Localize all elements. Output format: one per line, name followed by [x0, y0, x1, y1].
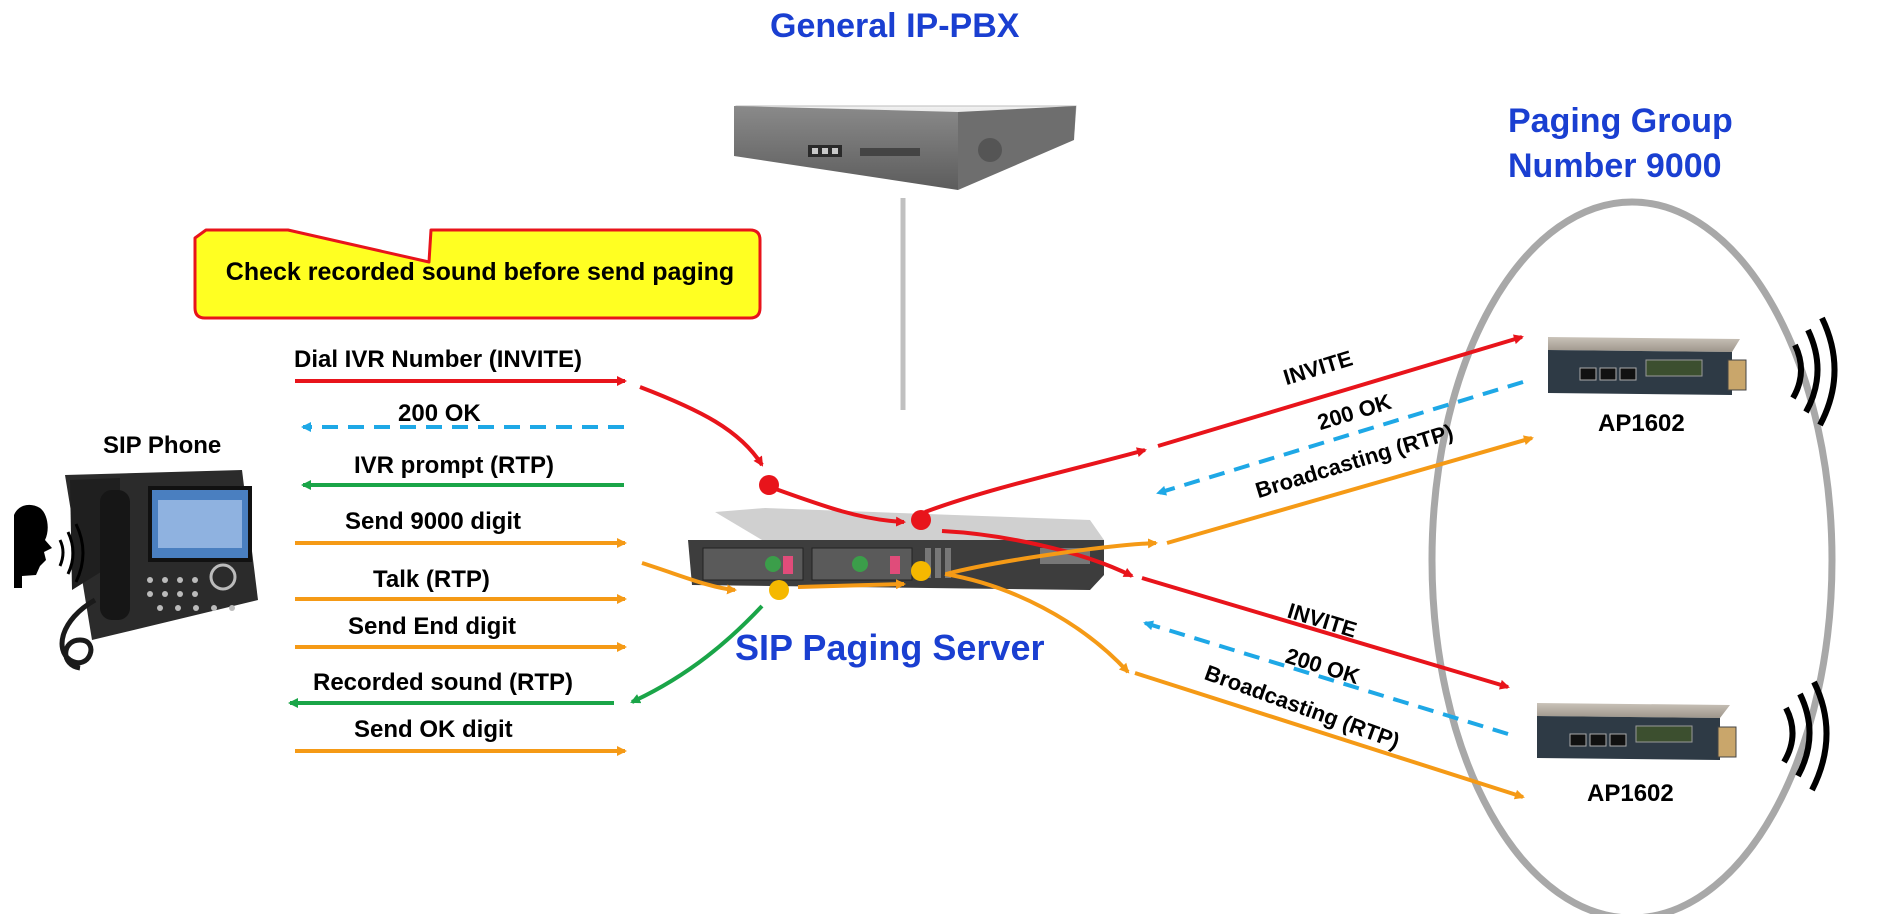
recorded-curve-from-server	[630, 604, 764, 704]
callout-text: Check recorded sound before send paging	[225, 258, 735, 286]
device-bottom-label: AP1602	[1587, 780, 1674, 807]
paging-group-ellipse	[1428, 198, 1836, 914]
group-title-line2: Number 9000	[1508, 147, 1722, 185]
broadcast-top-arrow	[1166, 435, 1534, 545]
ap1602-top-device-image	[1548, 337, 1747, 395]
group-title-line1: Paging Group	[1508, 102, 1733, 140]
flow-label-dial-ivr: Dial IVR Number (INVITE)	[294, 346, 583, 373]
sip-phone-image	[59, 470, 258, 671]
talk-curve-to-server	[641, 561, 737, 595]
pbx-title: General IP-PBX	[770, 7, 1020, 45]
flow-label-send-9000: Send 9000 digit	[345, 508, 522, 535]
ip-pbx-device-image	[734, 105, 1077, 190]
broadcast-curve-to-top	[945, 538, 1158, 576]
callout-box	[193, 228, 762, 320]
sip-phone-label: SIP Phone	[103, 432, 222, 459]
broadcast-waves-top-icon	[1790, 316, 1838, 427]
junction-dot-red-2	[911, 510, 931, 530]
invite-to-top-device	[924, 447, 1147, 514]
junction-dot-red-1	[759, 475, 779, 495]
broadcast-curve-to-bottom	[944, 572, 1130, 674]
broadcast-bottom-arrow	[1134, 671, 1525, 800]
invite-inside-server	[769, 485, 906, 527]
invite-bottom-arrow	[1141, 576, 1510, 690]
flow-label-send-ok: Send OK digit	[354, 716, 513, 743]
flow-label-ivr-prompt: IVR prompt (RTP)	[354, 452, 554, 479]
invite-top-arrow	[1157, 334, 1524, 448]
ok-top-arrow	[1156, 380, 1524, 496]
device-top-label: AP1602	[1598, 410, 1685, 437]
sip-paging-server-image	[688, 508, 1104, 590]
flow-label-200ok: 200 OK	[398, 400, 481, 427]
flow-label-send-end: Send End digit	[348, 613, 516, 640]
invite-to-bottom-device	[941, 529, 1134, 578]
broadcast-waves-bottom-icon	[1781, 680, 1830, 792]
junction-dot-orange-2	[911, 561, 931, 581]
server-label: SIP Paging Server	[735, 627, 1045, 668]
invite-curve-to-server	[639, 385, 764, 467]
speaking-head-icon	[14, 504, 85, 588]
flow-label-talk: Talk (RTP)	[373, 566, 490, 593]
junction-dot-orange-1	[769, 580, 789, 600]
flow-label-recorded-sound: Recorded sound (RTP)	[313, 669, 574, 696]
ok-bottom-arrow	[1143, 620, 1509, 736]
talk-inside-server	[797, 579, 906, 590]
ap1602-bottom-device-image	[1537, 703, 1737, 760]
